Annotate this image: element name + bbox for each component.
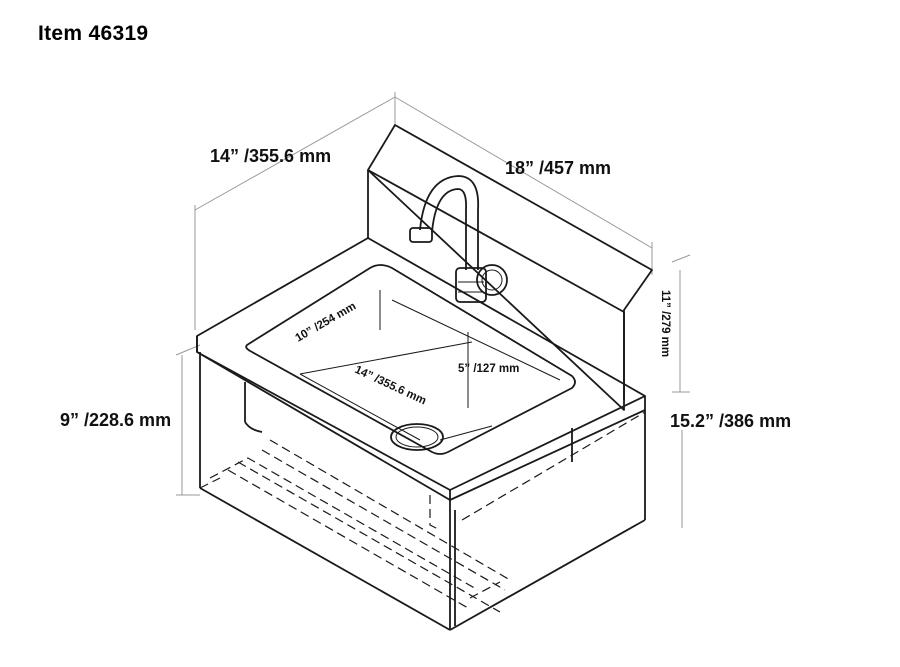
item-title: Item 46319 — [38, 22, 149, 45]
cabinet-body — [199, 352, 646, 631]
dimension-lines — [175, 92, 691, 528]
bowl-depth-label: 5” /127 mm — [458, 363, 519, 375]
faucet-icon — [409, 175, 508, 303]
width-label: 18” /457 mm — [505, 158, 611, 178]
depth-label: 14” /355.6 mm — [210, 146, 331, 166]
drain-icon — [390, 423, 444, 451]
bowl-front-back-label: 10” /254 mm — [294, 300, 359, 344]
front-height-label: 9” /228.6 mm — [60, 410, 171, 430]
deck — [196, 237, 646, 501]
total-height-label: 15.2” /386 mm — [670, 411, 791, 431]
bowl-width-label: 14” /355.6 mm — [353, 364, 428, 408]
backsplash — [367, 124, 653, 411]
bowl — [245, 264, 576, 455]
backsplash-height-label: 11” /279 mm — [659, 290, 671, 357]
